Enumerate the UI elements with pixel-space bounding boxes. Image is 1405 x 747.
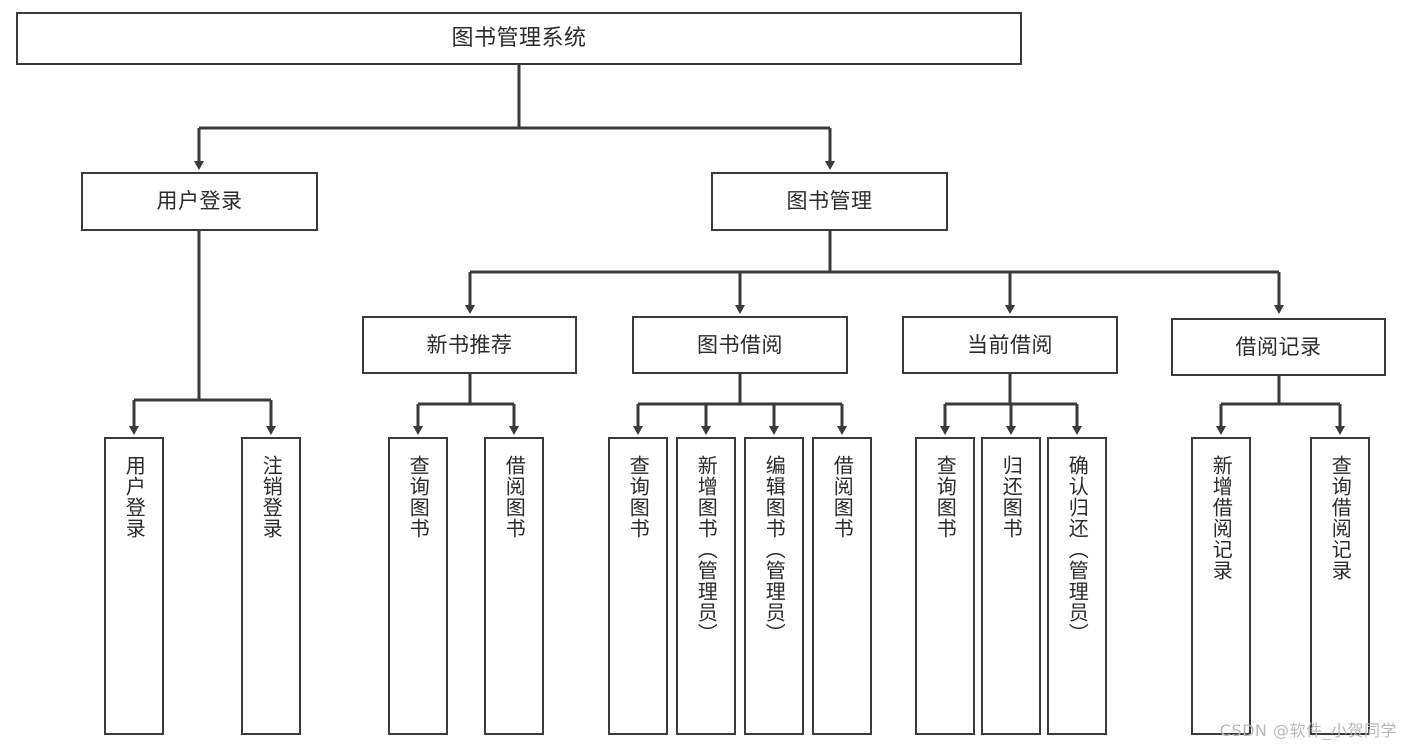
node-label: 确认归还（管理员）: [1065, 455, 1090, 644]
node-label: 查询图书: [406, 455, 431, 539]
node-book-borrow[interactable]: 图书借阅: [632, 316, 848, 374]
leaf-borrow-query-book[interactable]: 查询图书: [608, 437, 668, 735]
leaf-borrow-add-book-admin[interactable]: 新增图书（管理员）: [676, 437, 736, 735]
leaf-borrow-edit-book-admin[interactable]: 编辑图书（管理员）: [744, 437, 804, 735]
leaf-current-return-book[interactable]: 归还图书: [981, 437, 1041, 735]
node-book-management[interactable]: 图书管理: [711, 172, 948, 231]
node-label: 新增图书（管理员）: [694, 455, 719, 644]
node-label: 借阅图书: [502, 455, 527, 539]
node-label: 编辑图书（管理员）: [762, 455, 787, 644]
node-borrow-record[interactable]: 借阅记录: [1171, 318, 1386, 376]
node-label: 新书推荐: [426, 332, 513, 357]
node-label: 借阅图书: [830, 455, 855, 539]
leaf-record-add-record[interactable]: 新增借阅记录: [1191, 437, 1251, 735]
node-user-login[interactable]: 用户登录: [81, 172, 318, 231]
node-label: 查询借阅记录: [1328, 455, 1353, 581]
node-label: 查询图书: [626, 455, 651, 539]
leaf-current-confirm-return-admin[interactable]: 确认归还（管理员）: [1047, 437, 1107, 735]
leaf-user-login-logout[interactable]: 注销登录: [241, 437, 301, 735]
node-label: 用户登录: [122, 455, 147, 539]
node-root-system[interactable]: 图书管理系统: [16, 12, 1022, 65]
node-label: 新增借阅记录: [1209, 455, 1234, 581]
node-label: 图书借阅: [697, 332, 783, 357]
node-label: 归还图书: [999, 455, 1024, 539]
node-label: 用户登录: [156, 189, 243, 214]
leaf-borrow-borrow-book[interactable]: 借阅图书: [812, 437, 872, 735]
node-label: 查询图书: [933, 455, 958, 539]
leaf-user-login-login[interactable]: 用户登录: [104, 437, 164, 735]
leaf-current-query-book[interactable]: 查询图书: [915, 437, 975, 735]
watermark: CSDN @软件_小贺同学: [1219, 721, 1397, 740]
node-current-borrow[interactable]: 当前借阅: [902, 316, 1118, 374]
node-label: 图书管理: [786, 189, 873, 214]
node-label: 图书管理系统: [451, 25, 587, 51]
node-label: 当前借阅: [967, 332, 1053, 357]
node-label: 借阅记录: [1235, 334, 1322, 359]
leaf-recommend-borrow-book[interactable]: 借阅图书: [484, 437, 544, 735]
leaf-record-query-record[interactable]: 查询借阅记录: [1310, 437, 1370, 735]
leaf-recommend-query-book[interactable]: 查询图书: [388, 437, 448, 735]
node-label: 注销登录: [259, 455, 284, 539]
node-new-book-recommend[interactable]: 新书推荐: [362, 316, 577, 374]
